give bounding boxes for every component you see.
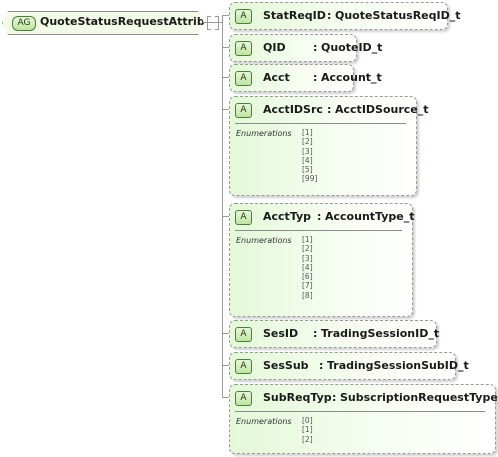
attribute-header: A SesID:TradingSessionID_t xyxy=(230,321,440,347)
attribute-badge: A xyxy=(235,103,252,118)
enumeration-value: [0] xyxy=(302,416,313,425)
attribute-separator: : xyxy=(313,327,318,340)
attribute-name: AcctTyp xyxy=(263,210,312,223)
attribute-name: SubReqTyp xyxy=(263,391,332,404)
attribute-type: QuoteStatusReqID_t xyxy=(335,9,461,22)
attribute-badge: A xyxy=(235,210,252,225)
attribute-header: A Acct:Account_t xyxy=(230,65,382,91)
enumeration-value: [1] xyxy=(302,425,313,435)
enumeration-divider xyxy=(235,230,402,231)
enumeration-list: [1][2][3][4][5][99] xyxy=(302,128,317,184)
attribute-badge: A xyxy=(235,327,252,342)
attribute-type: AccountType_t xyxy=(325,210,415,223)
enumeration-value: [2] xyxy=(302,244,313,254)
attribute-badge: A xyxy=(235,391,252,406)
connector-branch-line xyxy=(222,397,229,398)
attribute-name: QID xyxy=(263,41,286,54)
connector-branch-line xyxy=(222,47,229,48)
connector-line xyxy=(203,22,208,23)
enumeration-value: [2] xyxy=(302,137,313,147)
attribute-name: SesID xyxy=(263,327,299,340)
attribute-header: A AcctIDSrc:AcctIDSource_t xyxy=(230,97,429,123)
attribute-separator: : xyxy=(313,41,318,54)
attribute-name: StatReqID xyxy=(263,9,326,22)
enumeration-value: [1] xyxy=(302,235,313,244)
attribute-group-title: QuoteStatusRequestAttributes xyxy=(40,15,232,28)
enumerations-label: Enumerations xyxy=(236,417,292,426)
attribute-badge: A xyxy=(235,41,252,56)
enumeration-divider xyxy=(235,123,406,124)
attribute-box[interactable]: A Acct:Account_t xyxy=(229,64,382,92)
attribute-badge: A xyxy=(235,71,252,86)
attribute-box[interactable]: A SesSub:TradingSessionSubID_t xyxy=(229,352,469,380)
attribute-group-node[interactable]: AG QuoteStatusRequestAttributes xyxy=(2,11,204,35)
connector-branch-line xyxy=(222,109,229,110)
attribute-separator: : xyxy=(313,71,318,84)
connector-trunk-line xyxy=(222,15,223,397)
connector-branch-line xyxy=(222,365,229,366)
enumerations-label: Enumerations xyxy=(236,236,292,245)
attribute-header: A QID:QuoteID_t xyxy=(230,35,382,61)
connector-branch-line xyxy=(222,15,229,16)
enumeration-value: [3] xyxy=(302,253,313,263)
attribute-badge: A xyxy=(235,359,252,374)
attribute-type: QuoteID_t xyxy=(321,41,383,54)
attribute-type: TradingSessionSubID_t xyxy=(327,359,469,372)
enumeration-list: [0][1][2] xyxy=(302,416,313,444)
attribute-name: SesSub xyxy=(263,359,309,372)
connector-branch-line xyxy=(222,77,229,78)
attribute-name: AcctIDSrc xyxy=(263,103,323,116)
attribute-separator: : xyxy=(319,359,324,372)
enumeration-value: [1] xyxy=(302,128,313,137)
enumeration-value: [6] xyxy=(302,272,313,282)
connector-branch-line xyxy=(222,216,229,217)
attribute-type: Account_t xyxy=(321,71,382,84)
connector-branch-line xyxy=(222,333,229,334)
enumeration-value: [99] xyxy=(302,174,318,184)
attribute-box[interactable]: A StatReqID:QuoteStatusReqID_t xyxy=(229,2,461,30)
enumeration-value: [4] xyxy=(302,155,313,165)
attribute-header: A AcctTyp:AccountType_t xyxy=(230,204,415,230)
enumeration-divider xyxy=(235,411,485,412)
attribute-name: Acct xyxy=(263,71,290,84)
attribute-separator: : xyxy=(327,9,332,22)
enumeration-value: [2] xyxy=(302,434,313,444)
attribute-separator: : xyxy=(332,391,337,404)
enumeration-value: [8] xyxy=(302,290,313,300)
attribute-header: A SesSub:TradingSessionSubID_t xyxy=(230,353,469,379)
connector-line xyxy=(217,22,222,23)
attribute-type: TradingSessionID_t xyxy=(321,327,440,340)
enumerations-label: Enumerations xyxy=(236,129,292,138)
attribute-separator: : xyxy=(327,103,332,116)
attribute-type: AcctIDSource_t xyxy=(335,103,429,116)
attribute-box[interactable]: A SesID:TradingSessionID_t xyxy=(229,320,440,348)
sequence-connector-icon[interactable] xyxy=(207,16,219,30)
enumeration-value: [7] xyxy=(302,281,313,291)
attribute-badge: A xyxy=(235,9,252,24)
attribute-separator: : xyxy=(317,210,322,223)
enumeration-value: [5] xyxy=(302,165,313,175)
enumeration-list: [1][2][3][4][6][7][8] xyxy=(302,235,313,300)
attribute-header: A SubReqTyp:SubscriptionRequestType_t xyxy=(230,385,498,411)
attribute-box[interactable]: A QID:QuoteID_t xyxy=(229,34,382,62)
enumeration-value: [4] xyxy=(302,262,313,272)
enumeration-value: [3] xyxy=(302,146,313,156)
attribute-group-badge: AG xyxy=(12,16,36,31)
attribute-header: A StatReqID:QuoteStatusReqID_t xyxy=(230,3,461,29)
attribute-type: SubscriptionRequestType_t xyxy=(340,391,498,404)
